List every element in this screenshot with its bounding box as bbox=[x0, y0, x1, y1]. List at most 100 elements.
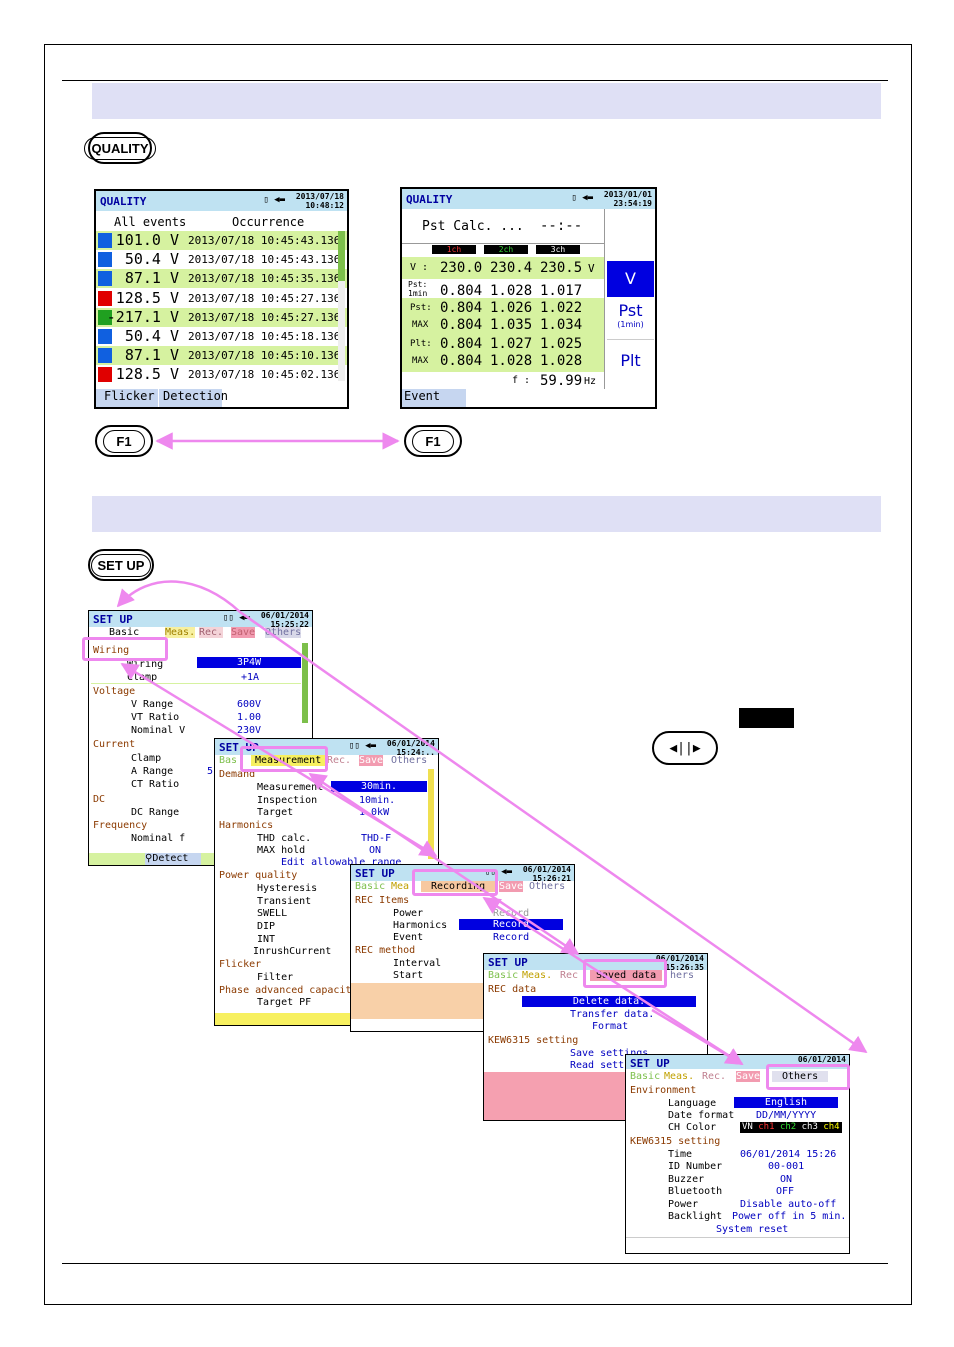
language-item[interactable]: Language bbox=[668, 1098, 717, 1109]
maxhold-value[interactable]: ON bbox=[369, 845, 382, 856]
bluetooth-value[interactable]: OFF bbox=[776, 1186, 795, 1197]
buzzer-value[interactable]: ON bbox=[780, 1174, 793, 1185]
id-number-value[interactable]: 00-001 bbox=[768, 1161, 805, 1172]
time-value[interactable]: 06/01/2014 15:26 bbox=[740, 1149, 837, 1160]
harmonics-item[interactable]: Harmonics bbox=[393, 920, 448, 931]
event-button[interactable]: Event bbox=[402, 389, 466, 407]
measurement-value[interactable]: 30min. bbox=[331, 781, 427, 792]
tab-others[interactable]: Others bbox=[772, 1071, 829, 1082]
start-item[interactable]: Start bbox=[393, 970, 424, 981]
interval-item[interactable]: Interval bbox=[393, 958, 442, 969]
tab-rec[interactable]: Rec. bbox=[327, 755, 352, 766]
vtratio-item[interactable]: VT Ratio bbox=[131, 712, 180, 723]
vrange-item[interactable]: V Range bbox=[131, 699, 174, 710]
nominalv-value[interactable]: 230V bbox=[237, 725, 262, 736]
date-format-value[interactable]: DD/MM/YYYY bbox=[756, 1110, 817, 1121]
tab-basic[interactable]: Basic bbox=[355, 881, 386, 892]
time-item[interactable]: Time bbox=[668, 1149, 693, 1160]
power-value[interactable]: Record bbox=[493, 908, 530, 919]
int-item[interactable]: INT bbox=[257, 934, 276, 945]
tab-save[interactable]: Save bbox=[359, 755, 384, 766]
maxhold-item[interactable]: MAX hold bbox=[257, 845, 306, 856]
wiring-value[interactable]: 3P4W bbox=[197, 657, 301, 668]
inspection-value[interactable]: 10min. bbox=[359, 795, 396, 806]
tab-meas[interactable]: Mea bbox=[391, 881, 410, 892]
filter-item[interactable]: Filter bbox=[257, 972, 294, 983]
read-settings-item[interactable]: Read settings bbox=[570, 1060, 649, 1071]
flicker-button[interactable]: Flicker bbox=[96, 389, 158, 407]
detect-button[interactable]: ⚲Detect bbox=[145, 853, 201, 865]
clamp-value[interactable]: +1A bbox=[241, 672, 260, 683]
transient-item[interactable]: Transient bbox=[257, 896, 312, 907]
tab-basic[interactable]: Basic bbox=[488, 970, 519, 981]
hysteresis-item[interactable]: Hysteresis bbox=[257, 883, 318, 894]
thd-item[interactable]: THD calc. bbox=[257, 833, 312, 844]
scrollbar[interactable] bbox=[302, 643, 308, 723]
side-pst-button[interactable]: Pst(1min) bbox=[607, 301, 654, 340]
dcrange-item[interactable]: DC Range bbox=[131, 807, 180, 818]
event-value[interactable]: Record bbox=[493, 932, 530, 943]
tab-meas[interactable]: Meas. bbox=[165, 627, 196, 638]
tab-others[interactable]: Others bbox=[391, 755, 428, 766]
target-item[interactable]: Target bbox=[257, 807, 294, 818]
tab-save[interactable]: Save bbox=[499, 881, 524, 892]
dip-item[interactable]: DIP bbox=[257, 921, 276, 932]
arange-item[interactable]: A Range bbox=[131, 766, 174, 777]
inspection-item[interactable]: Inspection bbox=[257, 795, 318, 806]
tab-rec[interactable]: Rec. bbox=[199, 627, 224, 638]
scrollbar[interactable] bbox=[338, 231, 345, 381]
scrollbar-thumb[interactable] bbox=[338, 231, 345, 281]
clamp-item[interactable]: Clamp bbox=[127, 672, 158, 683]
targetpf-item[interactable]: Target PF bbox=[257, 997, 312, 1008]
left-right-arrow-key[interactable]: ◀||▶ bbox=[652, 731, 718, 765]
swell-item[interactable]: SWELL bbox=[257, 908, 288, 919]
backlight-item[interactable]: Backlight bbox=[668, 1211, 723, 1222]
nominalf-item[interactable]: Nominal f bbox=[131, 833, 186, 844]
clamp2-item[interactable]: Clamp bbox=[131, 753, 162, 764]
detection-button[interactable]: Detection bbox=[158, 389, 228, 407]
transfer-data-item[interactable]: Transfer data. bbox=[570, 1009, 655, 1020]
buzzer-item[interactable]: Buzzer bbox=[668, 1174, 705, 1185]
event-item[interactable]: Event bbox=[393, 932, 424, 943]
tab-rec[interactable]: Rec bbox=[560, 970, 579, 981]
tab-save[interactable]: Save bbox=[231, 627, 256, 638]
f1-key-left[interactable]: F1 bbox=[95, 425, 153, 457]
setup-key[interactable]: SET UP bbox=[88, 549, 154, 581]
scrollbar[interactable] bbox=[428, 769, 434, 859]
format-item[interactable]: Format bbox=[592, 1021, 629, 1032]
ch-color-swatches[interactable]: VN ch1 ch2 ch3 ch4 bbox=[740, 1122, 842, 1133]
tab-basic[interactable]: Bas bbox=[219, 755, 238, 766]
harmonics-value[interactable]: Record bbox=[459, 919, 563, 930]
ctratio-item[interactable]: CT Ratio bbox=[131, 779, 180, 790]
id-number-item[interactable]: ID Number bbox=[668, 1161, 723, 1172]
arange-value[interactable]: 5 bbox=[207, 766, 214, 777]
thd-value[interactable]: THD-F bbox=[361, 833, 392, 844]
nominalv-item[interactable]: Nominal V bbox=[131, 725, 186, 736]
inrush-item[interactable]: InrushCurrent bbox=[253, 946, 332, 957]
f1-key-right[interactable]: F1 bbox=[404, 425, 462, 457]
tab-rec[interactable]: Rec. bbox=[702, 1071, 727, 1082]
measurement-item[interactable]: Measurement bbox=[257, 782, 324, 793]
language-value[interactable]: English bbox=[734, 1097, 838, 1108]
tab-meas[interactable]: Meas. bbox=[522, 970, 553, 981]
date-format-item[interactable]: Date format bbox=[668, 1110, 735, 1121]
quality-key[interactable]: QUALITY bbox=[84, 132, 156, 164]
backlight-value[interactable]: Power off in 5 min. bbox=[732, 1211, 847, 1222]
power-item[interactable]: Power bbox=[668, 1199, 699, 1210]
ch-color-item[interactable]: CH Color bbox=[668, 1122, 717, 1133]
power-item[interactable]: Power bbox=[393, 908, 424, 919]
vtratio-value[interactable]: 1.00 bbox=[237, 712, 262, 723]
tab-meas[interactable]: Meas. bbox=[664, 1071, 695, 1082]
vrange-value[interactable]: 600V bbox=[237, 699, 262, 710]
system-reset-item[interactable]: System reset bbox=[716, 1224, 789, 1235]
delete-data-item[interactable]: Delete data. bbox=[522, 996, 696, 1007]
tab-others[interactable]: hers bbox=[670, 970, 695, 981]
target-value[interactable]: 1.0kW bbox=[359, 807, 390, 818]
